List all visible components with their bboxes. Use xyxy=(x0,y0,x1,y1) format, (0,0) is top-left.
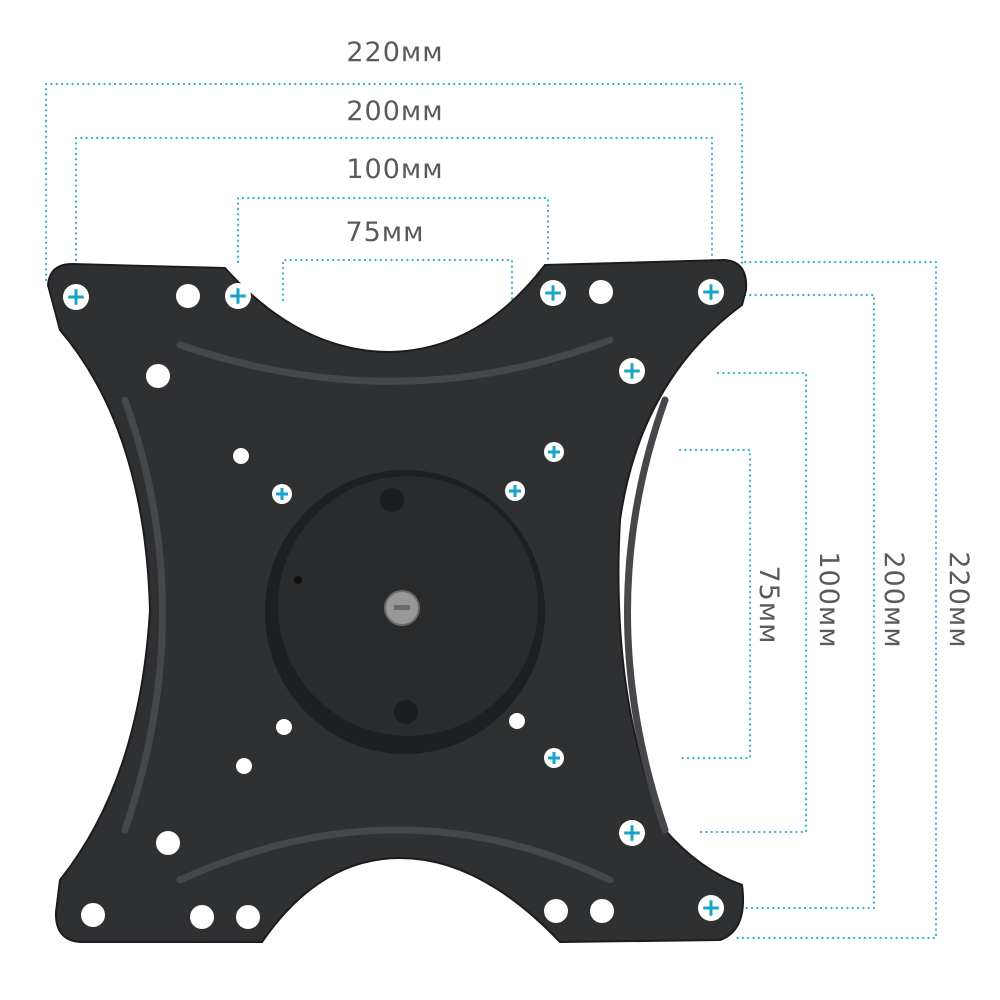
dim-line-75-h xyxy=(281,258,514,302)
vesa-marked-holes xyxy=(63,279,724,921)
plus-icon xyxy=(548,446,560,458)
plus-icon xyxy=(703,900,719,916)
dim-line-75-v xyxy=(678,448,752,760)
plate-ribs xyxy=(121,336,669,884)
mounting-holes xyxy=(81,280,614,929)
plus-icon xyxy=(703,284,719,300)
rotation-disk xyxy=(265,470,545,754)
plus-icon xyxy=(230,288,246,304)
dim-line-200-h xyxy=(74,136,714,264)
label-75-v: 75мм xyxy=(753,565,784,644)
horizontal-dimension-lines xyxy=(44,82,744,302)
dim-line-100-v xyxy=(698,371,808,834)
plus-icon xyxy=(68,289,84,305)
label-200-v: 200мм xyxy=(878,551,909,648)
label-220-h: 220мм xyxy=(346,37,443,68)
dim-line-220-v xyxy=(733,260,938,940)
plus-icon xyxy=(545,285,561,301)
label-75-h: 75мм xyxy=(345,217,424,248)
label-200-h: 200мм xyxy=(346,96,443,127)
label-100-v: 100мм xyxy=(813,551,844,648)
label-100-h: 100мм xyxy=(346,154,443,185)
plus-icon xyxy=(624,825,640,841)
label-220-v: 220мм xyxy=(943,551,974,648)
vertical-dimension-lines xyxy=(678,260,938,940)
plus-icon xyxy=(509,485,521,497)
plus-icon xyxy=(624,363,640,379)
plus-icon xyxy=(548,752,560,764)
dim-line-200-v xyxy=(733,293,876,910)
plus-icon xyxy=(276,488,288,500)
dim-line-100-h xyxy=(236,196,550,264)
